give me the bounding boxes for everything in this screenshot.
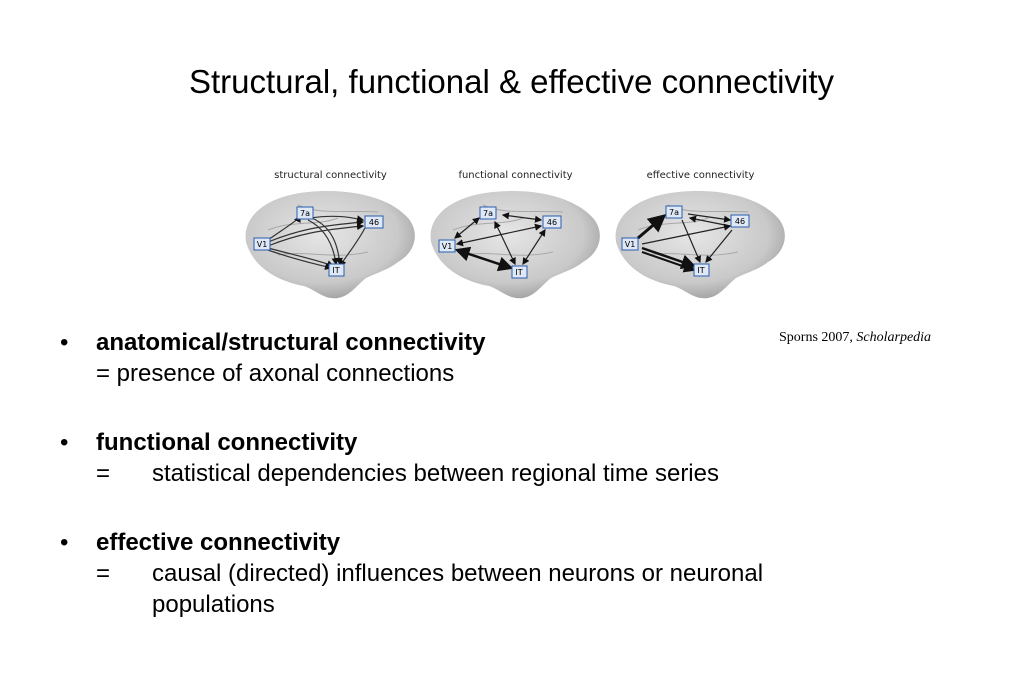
node-V1: V1 [253, 237, 271, 251]
bullet-dot: • [60, 529, 69, 556]
bullet-definition: = presence of axonal connections [96, 360, 455, 387]
definition-text: statistical dependencies between regiona… [152, 460, 719, 487]
citation-author: Sporns 2007, [779, 330, 857, 345]
svg-text:7a: 7a [300, 209, 310, 218]
bullet-dot: • [60, 429, 69, 456]
svg-text:46: 46 [369, 218, 379, 227]
functional-panel: functional connectivity 7a 46 [423, 160, 608, 320]
equals-sign: = [96, 560, 111, 587]
svg-text:46: 46 [735, 217, 745, 226]
node-46: 46 [364, 215, 384, 229]
brain-diagram: 7a 46 V1 IT [615, 191, 785, 299]
bullet-dot: • [60, 329, 69, 356]
node-IT: IT [693, 263, 710, 277]
bullet-item: • anatomical/structural connectivity = p… [60, 327, 960, 389]
node-7a: 7a [665, 205, 683, 219]
bullet-heading: anatomical/structural connectivity [96, 329, 486, 356]
svg-text:IT: IT [515, 268, 522, 277]
definition-text: causal (directed) influences between neu… [152, 560, 764, 618]
slide-title: Structural, functional & effective conne… [188, 63, 835, 100]
node-V1: V1 [621, 237, 639, 251]
bullet-heading: functional connectivity [96, 429, 358, 456]
node-46: 46 [542, 215, 562, 229]
structural-panel: structural connectivity [238, 160, 423, 320]
svg-text:V1: V1 [625, 240, 636, 249]
svg-text:V1: V1 [442, 242, 453, 251]
bullet-list: • anatomical/structural connectivity = p… [60, 327, 960, 658]
svg-text:46: 46 [547, 218, 557, 227]
brain-diagram: 7a 46 V1 IT [430, 191, 600, 299]
brain-shape [615, 191, 785, 299]
brain-diagram: 7a 46 V1 IT [245, 191, 415, 299]
panel-title: functional connectivity [458, 170, 573, 181]
node-IT: IT [511, 265, 528, 279]
svg-text:V1: V1 [257, 240, 268, 249]
citation: Sporns 2007, Scholarpedia [779, 330, 931, 346]
panel-title: structural connectivity [274, 170, 387, 181]
bullet-item: • effective connectivity = causal (direc… [60, 527, 960, 620]
bullet-definition: = statistical dependencies between regio… [96, 458, 960, 489]
svg-text:IT: IT [332, 266, 339, 275]
svg-text:7a: 7a [669, 208, 679, 217]
bullet-definition: = causal (directed) influences between n… [96, 558, 872, 620]
node-V1: V1 [438, 239, 456, 253]
citation-source: Scholarpedia [856, 330, 932, 345]
svg-text:7a: 7a [483, 209, 493, 218]
svg-text:IT: IT [697, 266, 704, 275]
connectivity-figure: structural connectivity [238, 160, 793, 320]
bullet-heading: effective connectivity [96, 529, 341, 556]
panel-title: effective connectivity [646, 170, 755, 181]
node-7a: 7a [296, 206, 314, 220]
effective-panel: effective connectivity 7a 46 V1 IT [608, 160, 793, 320]
equals-sign: = [96, 460, 111, 487]
node-IT: IT [328, 263, 345, 277]
brain-shape [430, 191, 600, 299]
node-46: 46 [730, 214, 750, 228]
node-7a: 7a [479, 206, 497, 220]
bullet-item: • functional connectivity = statistical … [60, 427, 960, 489]
